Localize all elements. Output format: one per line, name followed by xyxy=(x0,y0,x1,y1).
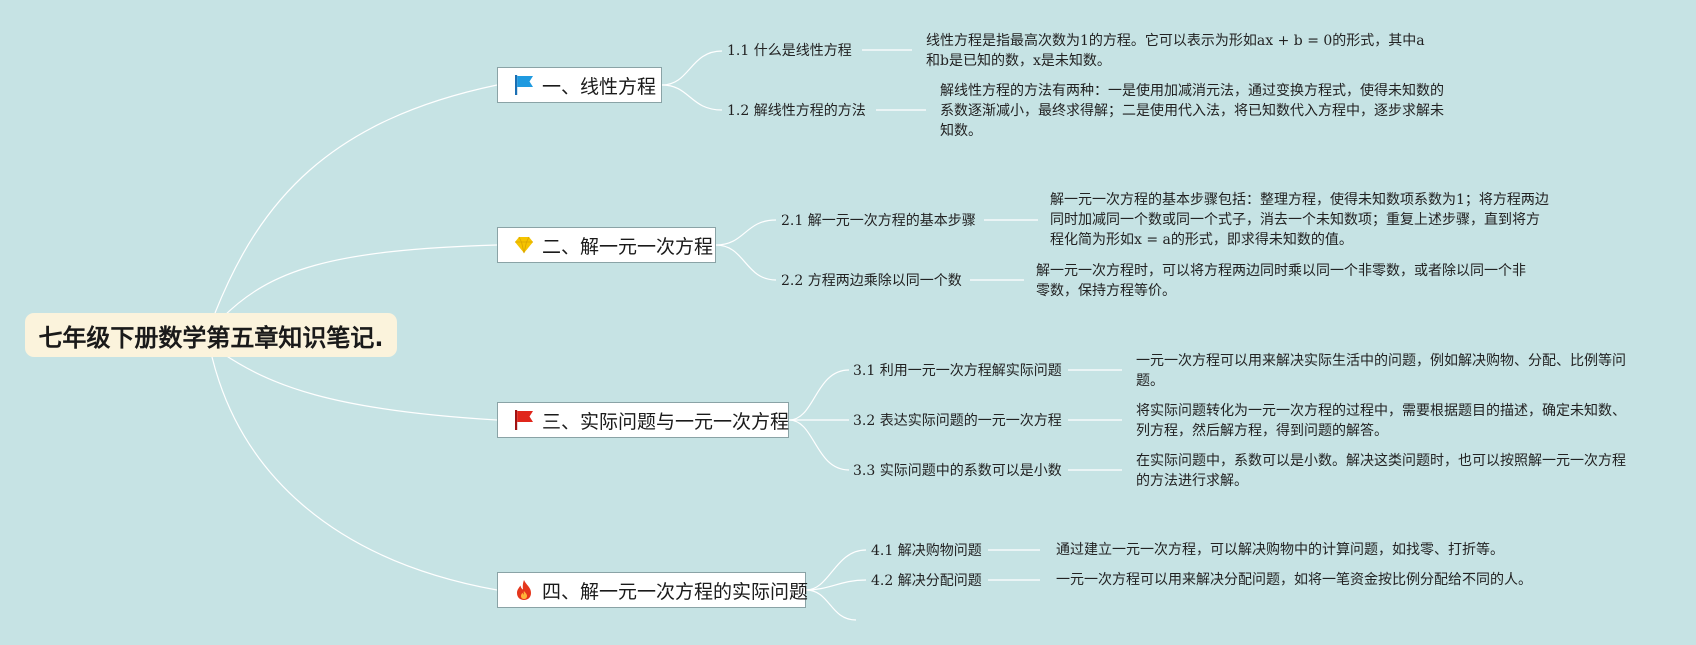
branch-1[interactable]: 一、线性方程 xyxy=(497,67,662,103)
branch-2[interactable]: 二、解一元一次方程 xyxy=(497,227,716,263)
yellow-diamond-icon xyxy=(515,236,533,254)
link-root-branch-3 xyxy=(221,352,498,421)
link-b1-s1 xyxy=(661,50,723,86)
subtopic-4-1[interactable]: 4.1 解决购物问题 xyxy=(871,543,982,559)
link-b4-s2 xyxy=(805,579,867,591)
subtopic-2-1[interactable]: 2.1 解一元一次方程的基本步骤 xyxy=(781,213,976,229)
link-b2-s2 xyxy=(715,244,777,281)
link-b4-s3 xyxy=(805,589,857,621)
red-flag-icon xyxy=(515,410,533,430)
note-3-1: 一元一次方程可以用来解决实际生活中的问题，例如解决购物、分配、比例等问题。 xyxy=(1136,353,1626,389)
branch-3[interactable]: 三、实际问题与一元一次方程 xyxy=(497,402,789,438)
link-root-branch-1 xyxy=(214,84,498,314)
subtopic-2-2[interactable]: 2.2 方程两边乘除以同一个数 xyxy=(781,273,962,289)
branch-3-label: 三、实际问题与一元一次方程 xyxy=(542,410,790,433)
link-root-branch-2 xyxy=(221,244,498,319)
subtopic-3-1[interactable]: 3.1 利用一元一次方程解实际问题 xyxy=(853,363,1062,379)
link-root-branch-4 xyxy=(211,356,498,591)
note-1-1: 线性方程是指最高次数为1的方程。它可以表示为形如ax + b = 0的形式，其中… xyxy=(926,33,1425,69)
link-b4-s1 xyxy=(805,549,867,591)
note-2-2: 解一元一次方程时，可以将方程两边同时乘以同一个非零数，或者除以同一个非零数，保持… xyxy=(1036,263,1526,299)
branch-4-label: 四、解一元一次方程的实际问题 xyxy=(542,580,809,603)
link-b3-s3 xyxy=(788,419,850,471)
blue-flag-icon xyxy=(515,75,533,95)
link-b1-s2 xyxy=(661,84,723,111)
subtopic-4-2[interactable]: 4.2 解决分配问题 xyxy=(871,573,982,589)
note-4-2: 一元一次方程可以用来解决分配问题，如将一笔资金按比例分配给不同的人。 xyxy=(1056,572,1532,588)
branch-2-label: 二、解一元一次方程 xyxy=(542,235,714,258)
branch-1-label: 一、线性方程 xyxy=(542,75,657,98)
note-4-1: 通过建立一元一次方程，可以解决购物中的计算问题，如找零、打折等。 xyxy=(1056,542,1504,558)
note-3-3: 在实际问题中，系数可以是小数。解决这类问题时，也可以按照解一元一次方程的方法进行… xyxy=(1136,453,1626,489)
branch-4[interactable]: 四、解一元一次方程的实际问题 xyxy=(497,572,809,608)
subtopic-3-2[interactable]: 3.2 表达实际问题的一元一次方程 xyxy=(853,413,1062,429)
link-b2-s1 xyxy=(715,219,777,246)
subtopic-1-2[interactable]: 1.2 解线性方程的方法 xyxy=(727,103,866,119)
subtopic-1-1[interactable]: 1.1 什么是线性方程 xyxy=(727,43,852,59)
link-b3-s1 xyxy=(788,369,850,421)
subtopic-3-3[interactable]: 3.3 实际问题中的系数可以是小数 xyxy=(853,463,1062,479)
note-3-2: 将实际问题转化为一元一次方程的过程中，需要根据题目的描述，确定未知数、列方程，然… xyxy=(1136,403,1626,439)
note-1-2: 解线性方程的方法有两种：一是使用加减消元法，通过变换方程式，使得未知数的系数逐渐… xyxy=(940,83,1444,139)
note-2-1: 解一元一次方程的基本步骤包括：整理方程，使得未知数项系数为1；将方程两边同时加减… xyxy=(1050,192,1549,248)
fire-icon xyxy=(517,580,531,600)
root-topic[interactable]: 七年级下册数学第五章知识笔记. xyxy=(25,313,397,357)
